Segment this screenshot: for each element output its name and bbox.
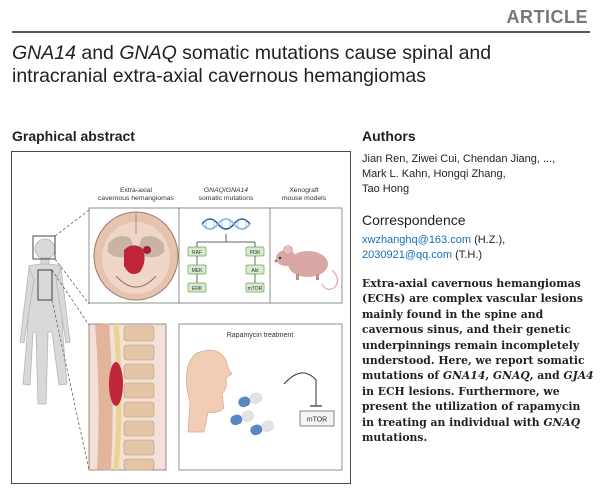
title-and: and xyxy=(75,42,120,64)
abstract-gene-gnaq-2: GNAQ xyxy=(543,415,581,429)
abstract-sep-1: , xyxy=(485,369,493,383)
email-link-hz[interactable]: xwzhanghq@163.com xyxy=(362,234,472,246)
authors-line-2: Mark L. Kahn, Hongqi Zhang, xyxy=(362,168,506,180)
abstract-part-1: Extra-axial cavernous hemangiomas (ECHs)… xyxy=(362,277,585,383)
pathway-left: RAF MEK ERK xyxy=(187,246,207,293)
pathway-erk: ERK xyxy=(192,286,203,292)
panel-xenograft-title-1: Xenograft xyxy=(289,187,319,194)
panel-rapamycin-title: Rapamycin treatment xyxy=(227,332,294,339)
email-hz-suffix: (H.Z.), xyxy=(471,234,506,246)
pill-icons xyxy=(230,392,274,436)
mtor-box xyxy=(299,410,335,427)
abstract-gene-gja4: GJA4 xyxy=(563,369,594,383)
mutations-slash: / xyxy=(224,187,226,194)
pathway-mtor: mTOR xyxy=(248,286,263,292)
mouse-icon xyxy=(274,245,339,290)
email-th-suffix: (T.H.) xyxy=(452,249,483,261)
vertebrae xyxy=(123,325,155,471)
lesion-brain xyxy=(124,245,145,274)
pathway-pi3k: PI3K xyxy=(250,250,262,256)
authors-heading: Authors xyxy=(362,128,416,144)
panel-brain: Extra-axial cavernous hemangiomas xyxy=(88,187,185,304)
abstract-sep-2: , and xyxy=(529,369,564,383)
panel-xenograft-title-2: mouse models xyxy=(282,195,327,202)
mtor-label: mTOR xyxy=(307,417,327,424)
head-marker xyxy=(32,235,56,260)
panel-rapamycin: Rapamycin treatment xyxy=(178,323,343,471)
email-link-th[interactable]: 2030921@qq.com xyxy=(362,249,453,261)
pathway-raf: RAF xyxy=(192,250,202,256)
panel-mutations: GNAQ/GNA14 somatic mutations RA xyxy=(178,187,275,304)
abstract-part-3: mutations. xyxy=(362,431,428,445)
graphical-abstract-figure: Extra-axial cavernous hemangiomas GNAQ/G… xyxy=(11,151,351,484)
panel-xenograft: Xenograft mouse models xyxy=(269,187,343,304)
mutations-gene-gnaq: GNAQ xyxy=(204,187,225,194)
panel-brain-title-1: Extra-axial xyxy=(120,187,153,194)
article-title: GNA14 and GNAQ somatic mutations cause s… xyxy=(12,42,590,88)
connector-lines xyxy=(51,209,90,471)
article-type-badge: ARTICLE xyxy=(506,7,588,27)
spine-marker xyxy=(37,269,53,301)
header-rule xyxy=(12,31,590,33)
mutations-gene-gna14: GNA14 xyxy=(226,187,249,194)
title-gene-gnaq: GNAQ xyxy=(119,42,177,64)
pathway-right: PI3K Akt mTOR xyxy=(245,246,265,293)
graphical-abstract-svg: Extra-axial cavernous hemangiomas GNAQ/G… xyxy=(19,187,343,471)
abstract-gene-gnaq: GNAQ xyxy=(492,369,530,383)
panel-mutations-title-2: somatic mutations xyxy=(199,195,254,202)
abstract-part-2: in ECH lesions. Furthermore, we present … xyxy=(362,384,581,429)
abstract-text: Extra-axial cavernous hemangiomas (ECHs)… xyxy=(362,276,594,445)
title-rest: somatic mutations cause spinal and intra… xyxy=(12,42,492,87)
authors-list: Jian Ren, Ziwei Cui, Chendan Jiang, ...,… xyxy=(362,152,592,197)
panel-spine xyxy=(88,323,167,471)
lesion-spine xyxy=(109,362,123,406)
graphical-abstract-heading: Graphical abstract xyxy=(12,128,135,144)
abstract-gene-gna14: GNA14 xyxy=(442,369,486,383)
patient-head-icon xyxy=(186,349,233,433)
panel-brain-title-2: cavernous hemangiomas xyxy=(98,195,175,202)
dna-helix-icon xyxy=(201,218,251,230)
title-gene-gna14: GNA14 xyxy=(12,42,76,64)
correspondence-emails: xwzhanghq@163.com (H.Z.), 2030921@qq.com… xyxy=(362,233,592,263)
authors-line-3: Tao Hong xyxy=(362,183,410,195)
human-figure-icon xyxy=(19,238,71,405)
pathway-mek: MEK xyxy=(192,268,204,274)
correspondence-heading: Correspondence xyxy=(362,212,466,228)
inhibition-arrow xyxy=(283,372,317,406)
pathway-akt: Akt xyxy=(251,268,259,274)
panel-mutations-title-1: GNAQ/GNA14 xyxy=(204,187,248,194)
authors-line-1: Jian Ren, Ziwei Cui, Chendan Jiang, ..., xyxy=(362,153,556,165)
